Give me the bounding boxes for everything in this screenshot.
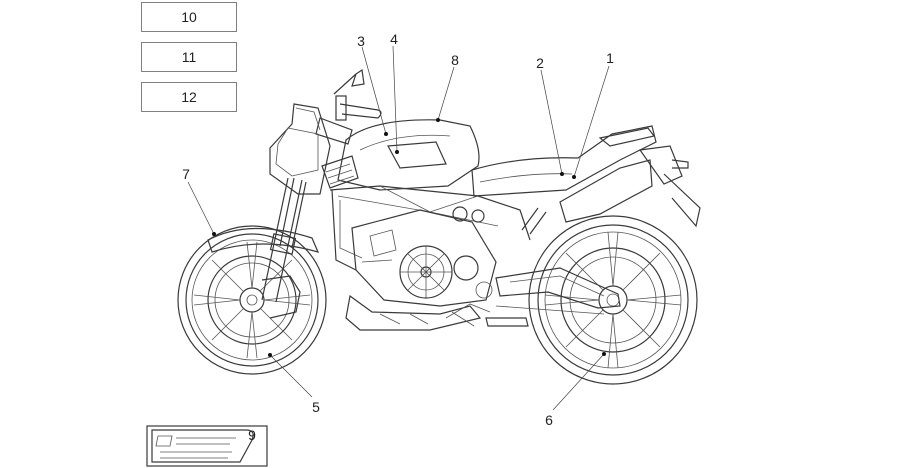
frame [329,185,531,271]
decal-box-11-label: 11 [181,49,197,65]
headlight-fairing [269,103,331,195]
handlebar [315,68,382,145]
leader-4 [392,45,398,153]
leader-3 [361,46,387,135]
leader-8 [437,66,455,121]
front-fork [261,177,307,303]
callout-7: 7 [182,166,190,182]
belly-pan [345,294,529,331]
marker-dot-6 [602,352,606,356]
callout-4: 4 [390,31,398,47]
callout-9: 9 [248,427,256,443]
decal-box-10: 10 [141,2,237,32]
fuel-tank [321,119,480,191]
callout-3: 3 [357,33,365,49]
callout-2: 2 [536,55,544,71]
front-fender [207,227,320,253]
marker-dot-4 [395,150,399,154]
leader-1 [573,65,610,178]
marker-dot-5 [268,353,272,357]
marker-dot-3 [384,132,388,136]
callout-6: 6 [545,412,553,428]
marker-dot-2 [560,172,564,176]
decal-9-sticker [146,425,268,467]
leader-5 [269,354,313,398]
decal-box-10-label: 10 [181,9,197,25]
leader-6 [552,353,605,411]
leader-7 [187,181,215,235]
swingarm [445,207,621,327]
marker-dot-1 [572,175,576,179]
seat-tail [471,125,701,228]
callout-5: 5 [312,399,320,415]
callout-8: 8 [451,52,459,68]
exhaust [559,159,653,223]
rear-wheel [528,215,698,385]
leader-2 [540,69,563,175]
marker-dot-7 [212,232,216,236]
decal-box-11: 11 [141,42,237,72]
decal-box-12-label: 12 [181,89,197,105]
engine [351,209,497,307]
marker-dot-8 [436,118,440,122]
decal-box-12: 12 [141,82,237,112]
callout-1: 1 [606,50,614,66]
